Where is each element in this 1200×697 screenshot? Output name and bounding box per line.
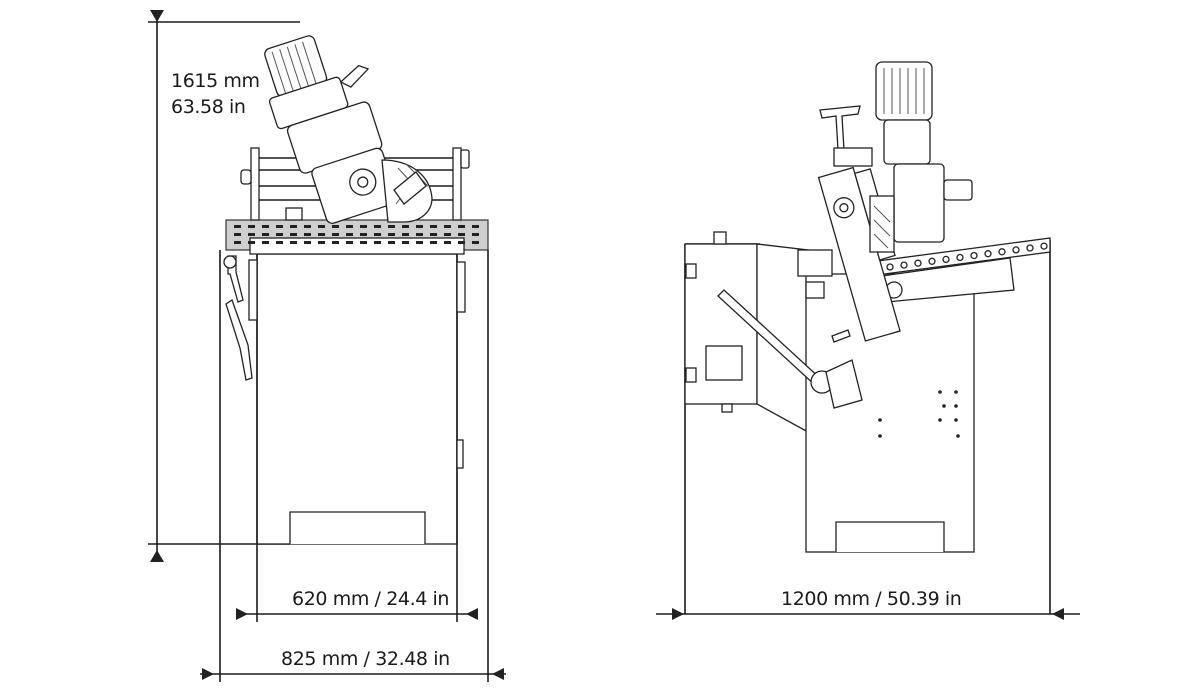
table-slot bbox=[374, 225, 381, 228]
front-saw-head bbox=[264, 35, 433, 224]
front-view: 1615 mm 63.58 in bbox=[148, 10, 506, 682]
table-slot bbox=[374, 241, 381, 244]
table-slot bbox=[388, 225, 395, 228]
table-slot bbox=[304, 225, 311, 228]
panel-bolt bbox=[954, 390, 958, 394]
roller-bump bbox=[886, 263, 894, 271]
roller-bump bbox=[1012, 246, 1020, 254]
height-dimension-line bbox=[148, 10, 300, 562]
table-slot bbox=[388, 233, 395, 236]
outer-width-dimension-line bbox=[200, 250, 506, 682]
front-cabinet bbox=[223, 250, 466, 545]
roller-bump bbox=[928, 257, 936, 265]
roller-bump bbox=[900, 261, 908, 269]
table-slot bbox=[276, 225, 283, 228]
table-slot bbox=[332, 241, 339, 244]
roller-bump bbox=[1040, 242, 1048, 250]
roller-bump bbox=[998, 248, 1006, 256]
table-slot bbox=[402, 241, 409, 244]
table-slot bbox=[318, 225, 325, 228]
table-slot bbox=[346, 233, 353, 236]
table-slot bbox=[430, 225, 437, 228]
table-slot bbox=[374, 233, 381, 236]
front-table-top bbox=[225, 219, 489, 255]
table-slot bbox=[262, 241, 269, 244]
table-slot bbox=[248, 233, 255, 236]
table-slot bbox=[416, 233, 423, 236]
table-slot bbox=[416, 241, 423, 244]
table-slot bbox=[458, 241, 465, 244]
table-slot bbox=[304, 233, 311, 236]
outer-width-label: 825 mm / 32.48 in bbox=[281, 648, 450, 670]
table-slot bbox=[444, 233, 451, 236]
inner-width-dimension-line bbox=[236, 544, 478, 622]
table-slot bbox=[304, 241, 311, 244]
table-slot bbox=[430, 241, 437, 244]
table-slot bbox=[346, 225, 353, 228]
table-slot bbox=[458, 225, 465, 228]
table-slot bbox=[360, 241, 367, 244]
panel-bolt bbox=[954, 418, 958, 422]
roller-bump bbox=[1026, 244, 1034, 252]
table-slot bbox=[458, 233, 465, 236]
panel-bolt bbox=[956, 434, 960, 438]
table-slot bbox=[318, 241, 325, 244]
panel-bolt bbox=[938, 390, 942, 394]
table-slot bbox=[248, 225, 255, 228]
table-slot bbox=[402, 233, 409, 236]
table-slot bbox=[472, 233, 479, 236]
table-slot bbox=[444, 225, 451, 228]
table-slot bbox=[402, 225, 409, 228]
table-slot bbox=[318, 233, 325, 236]
roller-bump bbox=[984, 250, 992, 258]
table-slot bbox=[332, 225, 339, 228]
inner-width-label: 620 mm / 24.4 in bbox=[292, 588, 449, 610]
panel-bolt bbox=[878, 434, 882, 438]
table-slot bbox=[290, 225, 297, 228]
table-slot bbox=[234, 225, 241, 228]
side-view: 1200 mm / 50.39 in bbox=[656, 61, 1080, 620]
table-slot bbox=[262, 225, 269, 228]
table-slot bbox=[346, 241, 353, 244]
table-slot bbox=[290, 233, 297, 236]
roller-bump bbox=[914, 259, 922, 267]
table-slot bbox=[234, 241, 241, 244]
table-slot bbox=[388, 241, 395, 244]
roller-bump bbox=[942, 255, 950, 264]
table-slot bbox=[416, 225, 423, 228]
panel-bolt bbox=[954, 404, 958, 408]
panel-bolt bbox=[878, 418, 882, 422]
roller-bump bbox=[956, 253, 964, 262]
depth-dimension-line bbox=[656, 608, 1080, 620]
table-slot bbox=[262, 233, 269, 236]
panel-bolt bbox=[938, 418, 942, 422]
table-slot bbox=[276, 241, 283, 244]
table-slot bbox=[430, 233, 437, 236]
side-motor bbox=[869, 61, 973, 253]
table-slot bbox=[444, 241, 451, 244]
table-slot bbox=[234, 233, 241, 236]
table-slot bbox=[332, 233, 339, 236]
table-slot bbox=[360, 225, 367, 228]
height-mm-label: 1615 mm bbox=[171, 70, 260, 92]
table-slot bbox=[472, 225, 479, 228]
depth-label: 1200 mm / 50.39 in bbox=[781, 588, 961, 610]
panel-bolt bbox=[942, 404, 946, 408]
side-roller-rail bbox=[869, 237, 1051, 303]
table-slot bbox=[248, 241, 255, 244]
roller-bump bbox=[970, 251, 978, 260]
table-slot bbox=[360, 233, 367, 236]
table-slot bbox=[472, 241, 479, 244]
height-in-label: 63.58 in bbox=[171, 96, 246, 118]
table-slot bbox=[276, 233, 283, 236]
table-slot bbox=[290, 241, 297, 244]
